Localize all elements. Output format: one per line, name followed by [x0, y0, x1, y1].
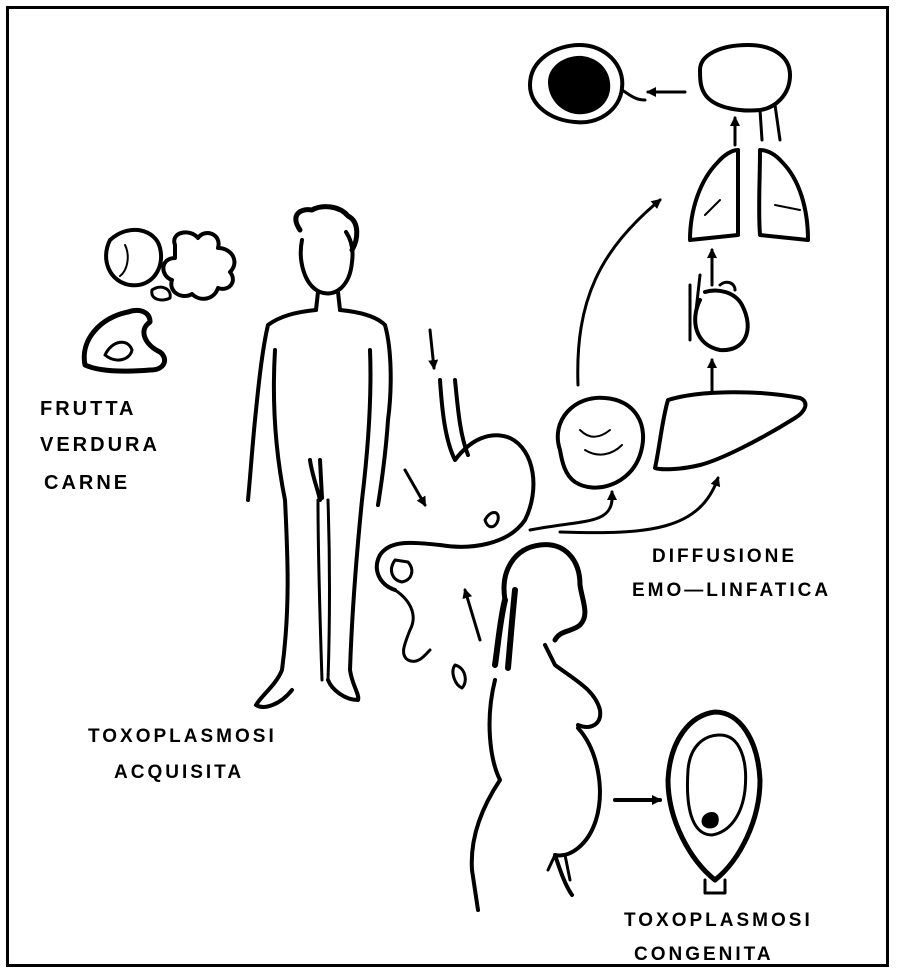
heart-drawing [690, 275, 748, 350]
label-emo-linfatica: EMO—LINFATICA [632, 580, 831, 602]
brain-drawing [700, 45, 790, 140]
meat-drawing [84, 310, 164, 371]
label-toxoplasmosi-congenita-line1: TOXOPLASMOSI [624, 910, 813, 932]
eye-drawing [530, 45, 645, 122]
label-carne: CARNE [44, 472, 130, 495]
fruit-drawing [106, 230, 161, 285]
oocyst-drawing [453, 665, 465, 688]
lungs-drawing [690, 150, 808, 240]
liver-drawing [655, 392, 805, 469]
vegetable-drawing [152, 232, 235, 300]
label-toxoplasmosi-congenita-line2: CONGENITA [634, 944, 774, 966]
label-frutta: FRUTTA [40, 398, 137, 421]
adult-man-drawing [248, 207, 391, 707]
spleen-drawing [558, 398, 643, 488]
uterus-fetus-drawing [668, 712, 760, 893]
label-verdura: VERDURA [40, 434, 160, 457]
pregnant-woman-drawing [472, 545, 600, 910]
label-diffusione: DIFFUSIONE [652, 546, 797, 568]
label-toxoplasmosi-acquisita-line1: TOXOPLASMOSI [88, 726, 277, 748]
label-toxoplasmosi-acquisita-line2: ACQUISITA [114, 762, 244, 784]
